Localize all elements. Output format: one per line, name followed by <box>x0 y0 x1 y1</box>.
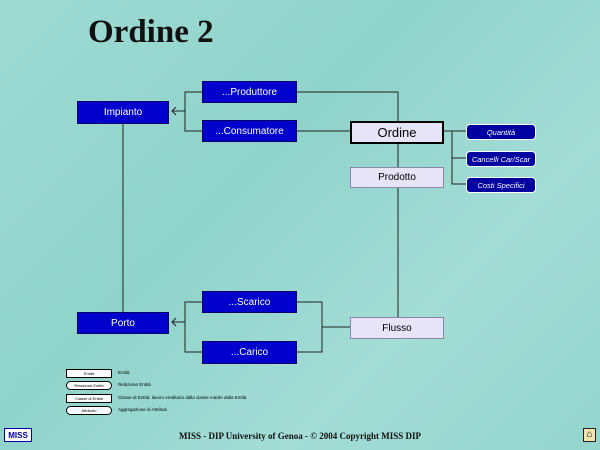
entity-scarico[interactable]: ...Scarico <box>202 291 297 313</box>
attribute-cancelli[interactable]: Cancelli Car/Scar <box>466 151 536 167</box>
footer-copyright: MISS - DIP University of Genoa - © 2004 … <box>179 431 421 441</box>
entity-prodotto[interactable]: Prodotto <box>350 167 444 188</box>
miss-logo[interactable]: MISS <box>4 428 32 442</box>
legend-entity-text: Entità <box>118 370 130 375</box>
legend-class-box: Classe di Entità <box>66 394 112 403</box>
entity-porto[interactable]: Porto <box>77 312 169 334</box>
attribute-costi[interactable]: Costi Specifici <box>466 177 536 193</box>
slide-title: Ordine 2 <box>88 14 214 50</box>
entity-consumatore[interactable]: ...Consumatore <box>202 120 297 142</box>
legend-relation-box: Relazione Entità <box>66 381 112 390</box>
attribute-quantita[interactable]: Quantità <box>466 124 536 140</box>
entity-impianto[interactable]: Impianto <box>77 101 169 124</box>
entity-produttore[interactable]: ...Produttore <box>202 81 297 103</box>
entity-ordine[interactable]: Ordine <box>350 121 444 144</box>
legend-attribute-text: Aggregazione di Attributi <box>118 407 167 412</box>
legend-entity-box: Entità <box>66 369 112 378</box>
legend-class-text: Classe di Entità: lavoro ereditario dall… <box>118 395 247 400</box>
entity-flusso[interactable]: Flusso <box>350 317 444 339</box>
legend-relation-text: Relazione Entità <box>118 382 151 387</box>
entity-carico[interactable]: ...Carico <box>202 341 297 364</box>
home-icon[interactable]: ⌂ <box>583 428 596 442</box>
legend-attribute-box: Attributo <box>66 406 112 415</box>
